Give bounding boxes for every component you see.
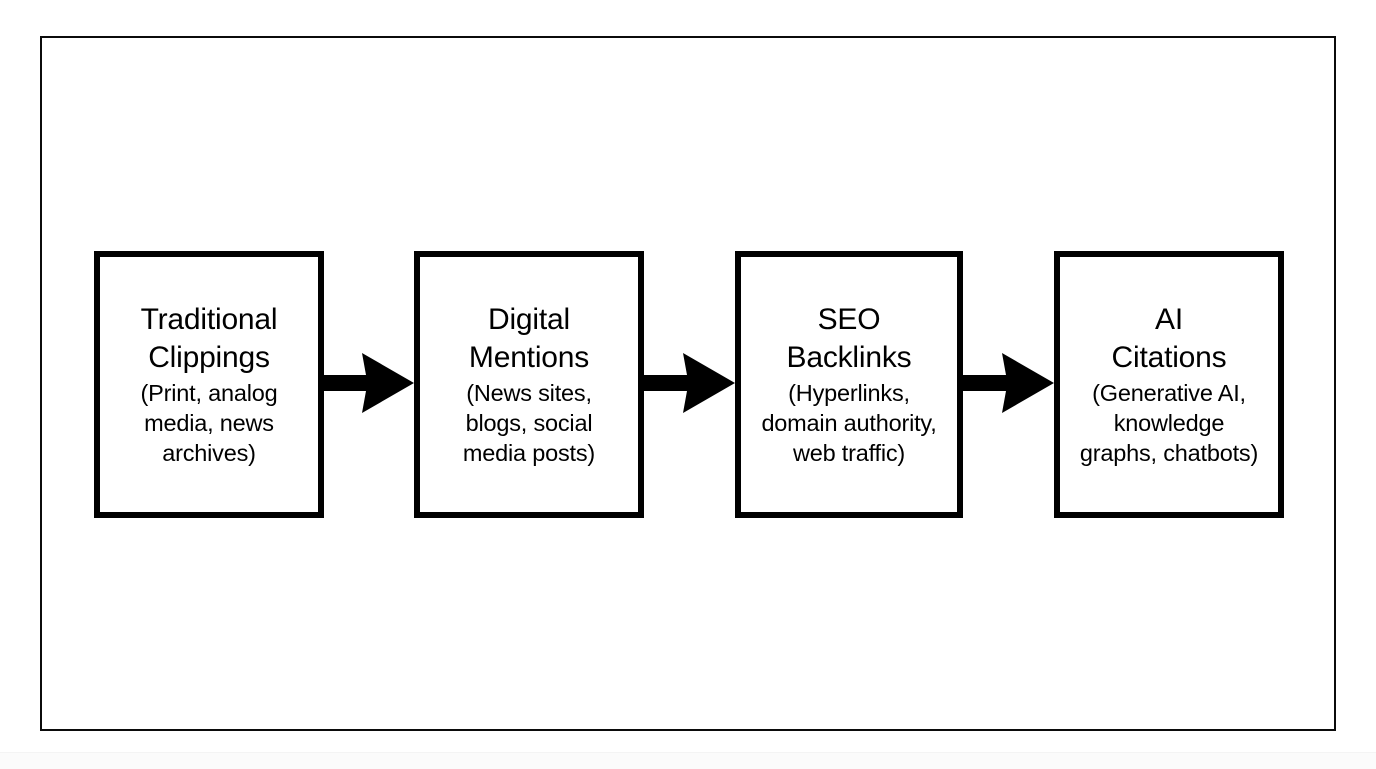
flow-arrow-right-icon	[318, 350, 414, 416]
stage-box-digital-mentions[interactable]: Digital Mentions (News sites, blogs, soc…	[414, 251, 644, 518]
outer-frame	[40, 36, 1336, 731]
stage-detail: (Generative AI, knowledge graphs, chatbo…	[1079, 380, 1259, 466]
stage-box-traditional-clippings[interactable]: Traditional Clippings (Print, analog med…	[94, 251, 324, 518]
flow-arrow-right-icon	[958, 350, 1054, 416]
stage-title: SEO Backlinks	[786, 303, 912, 374]
stage-title: Digital Mentions	[468, 303, 590, 374]
stage-detail: (Hyperlinks, domain authority, web traff…	[761, 380, 937, 466]
stage-box-ai-citations[interactable]: AI Citations (Generative AI, knowledge g…	[1054, 251, 1284, 518]
stage-title: AI Citations	[1111, 303, 1227, 374]
stage-detail: (Print, analog media, news archives)	[140, 380, 278, 466]
stage-title: Traditional Clippings	[140, 303, 278, 374]
stage-detail: (News sites, blogs, social media posts)	[462, 380, 596, 466]
stage-box-seo-backlinks[interactable]: SEO Backlinks (Hyperlinks, domain author…	[735, 251, 963, 518]
bottom-edge-band	[0, 752, 1376, 769]
flow-arrow-right-icon	[639, 350, 735, 416]
